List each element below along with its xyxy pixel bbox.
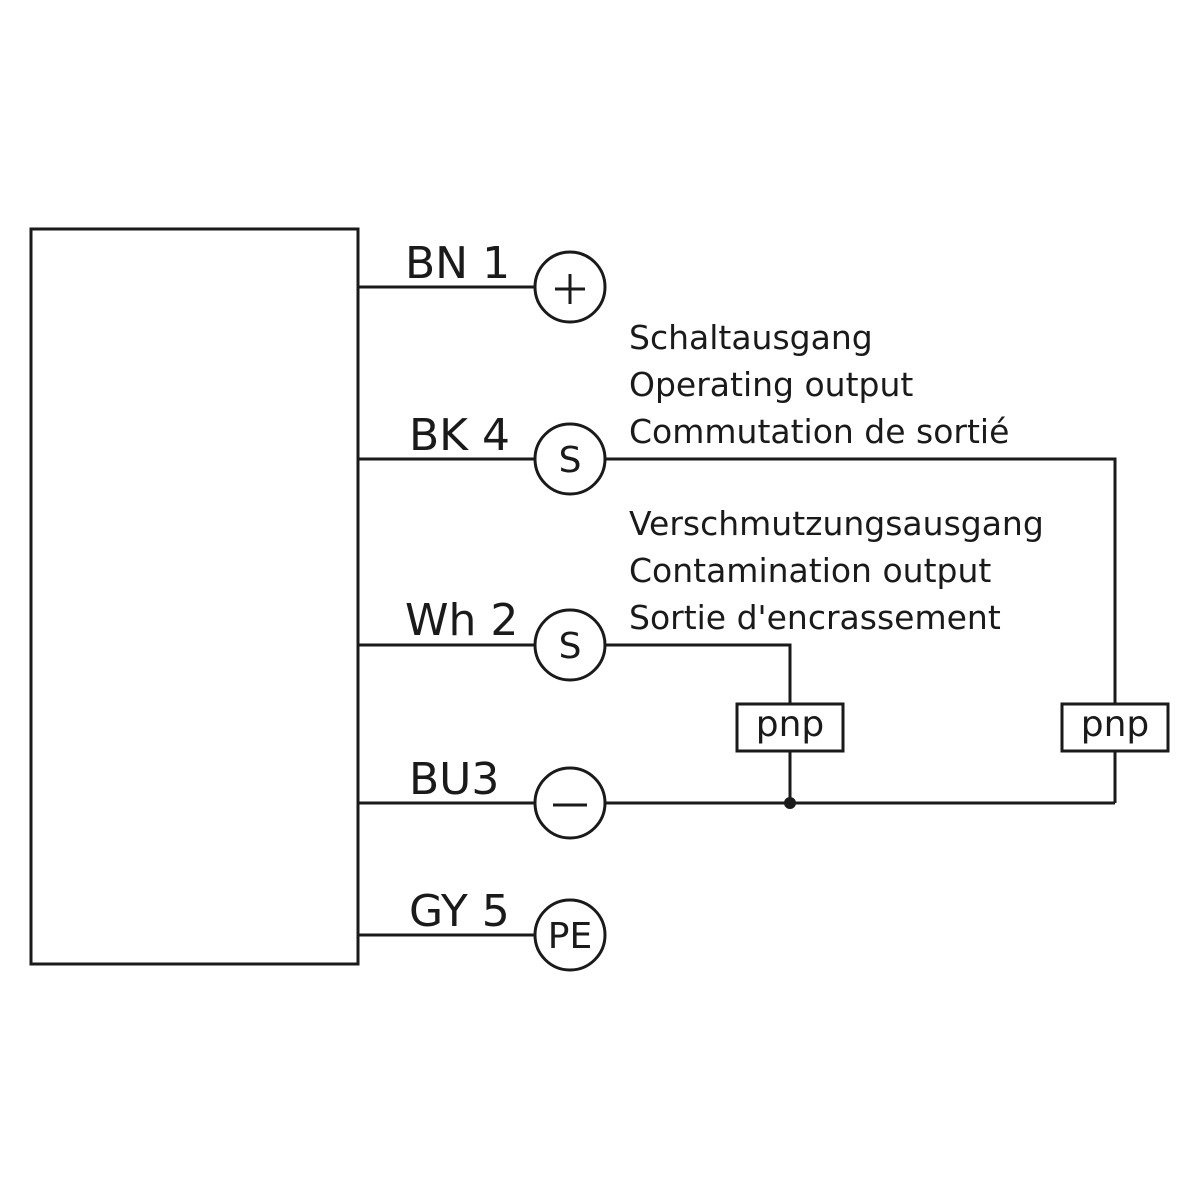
desc-switching-de: Schaltausgang [629,318,873,357]
pnp-box-switching: pnp [1060,702,1170,753]
terminal-plus [533,250,607,324]
terminal-letter: S [559,626,582,667]
pnp-label: pnp [756,704,825,745]
desc-contamination-de: Verschmutzungsausgang [629,504,1044,543]
terminal-minus [533,766,607,840]
contamination-output-line [605,643,792,704]
terminal-s-contamination: S [533,608,607,682]
device-body [29,227,360,966]
pnp-label: pnp [1081,704,1150,745]
wire-label-bu3: BU3 [409,754,499,805]
terminal-s-switching: S [533,422,607,496]
desc-contamination-fr: Sortie d'encrassement [629,598,1001,637]
wire-label-wh2: Wh 2 [405,595,518,646]
desc-contamination-en: Contamination output [629,551,991,590]
terminal-letter: S [559,440,582,481]
pnp-box-contamination: pnp [735,702,845,753]
terminal-pe: PE [533,898,607,972]
junction-dot [784,797,796,809]
wire-label-gy5: GY 5 [409,886,510,937]
switching-output-line [605,457,1117,704]
wire-label-bk4: BK 4 [409,410,510,461]
desc-switching-fr: Commutation de sortié [629,412,1009,451]
wire-label-bn1: BN 1 [405,238,510,289]
desc-switching-en: Operating output [629,365,913,404]
terminal-letter: PE [548,916,592,957]
